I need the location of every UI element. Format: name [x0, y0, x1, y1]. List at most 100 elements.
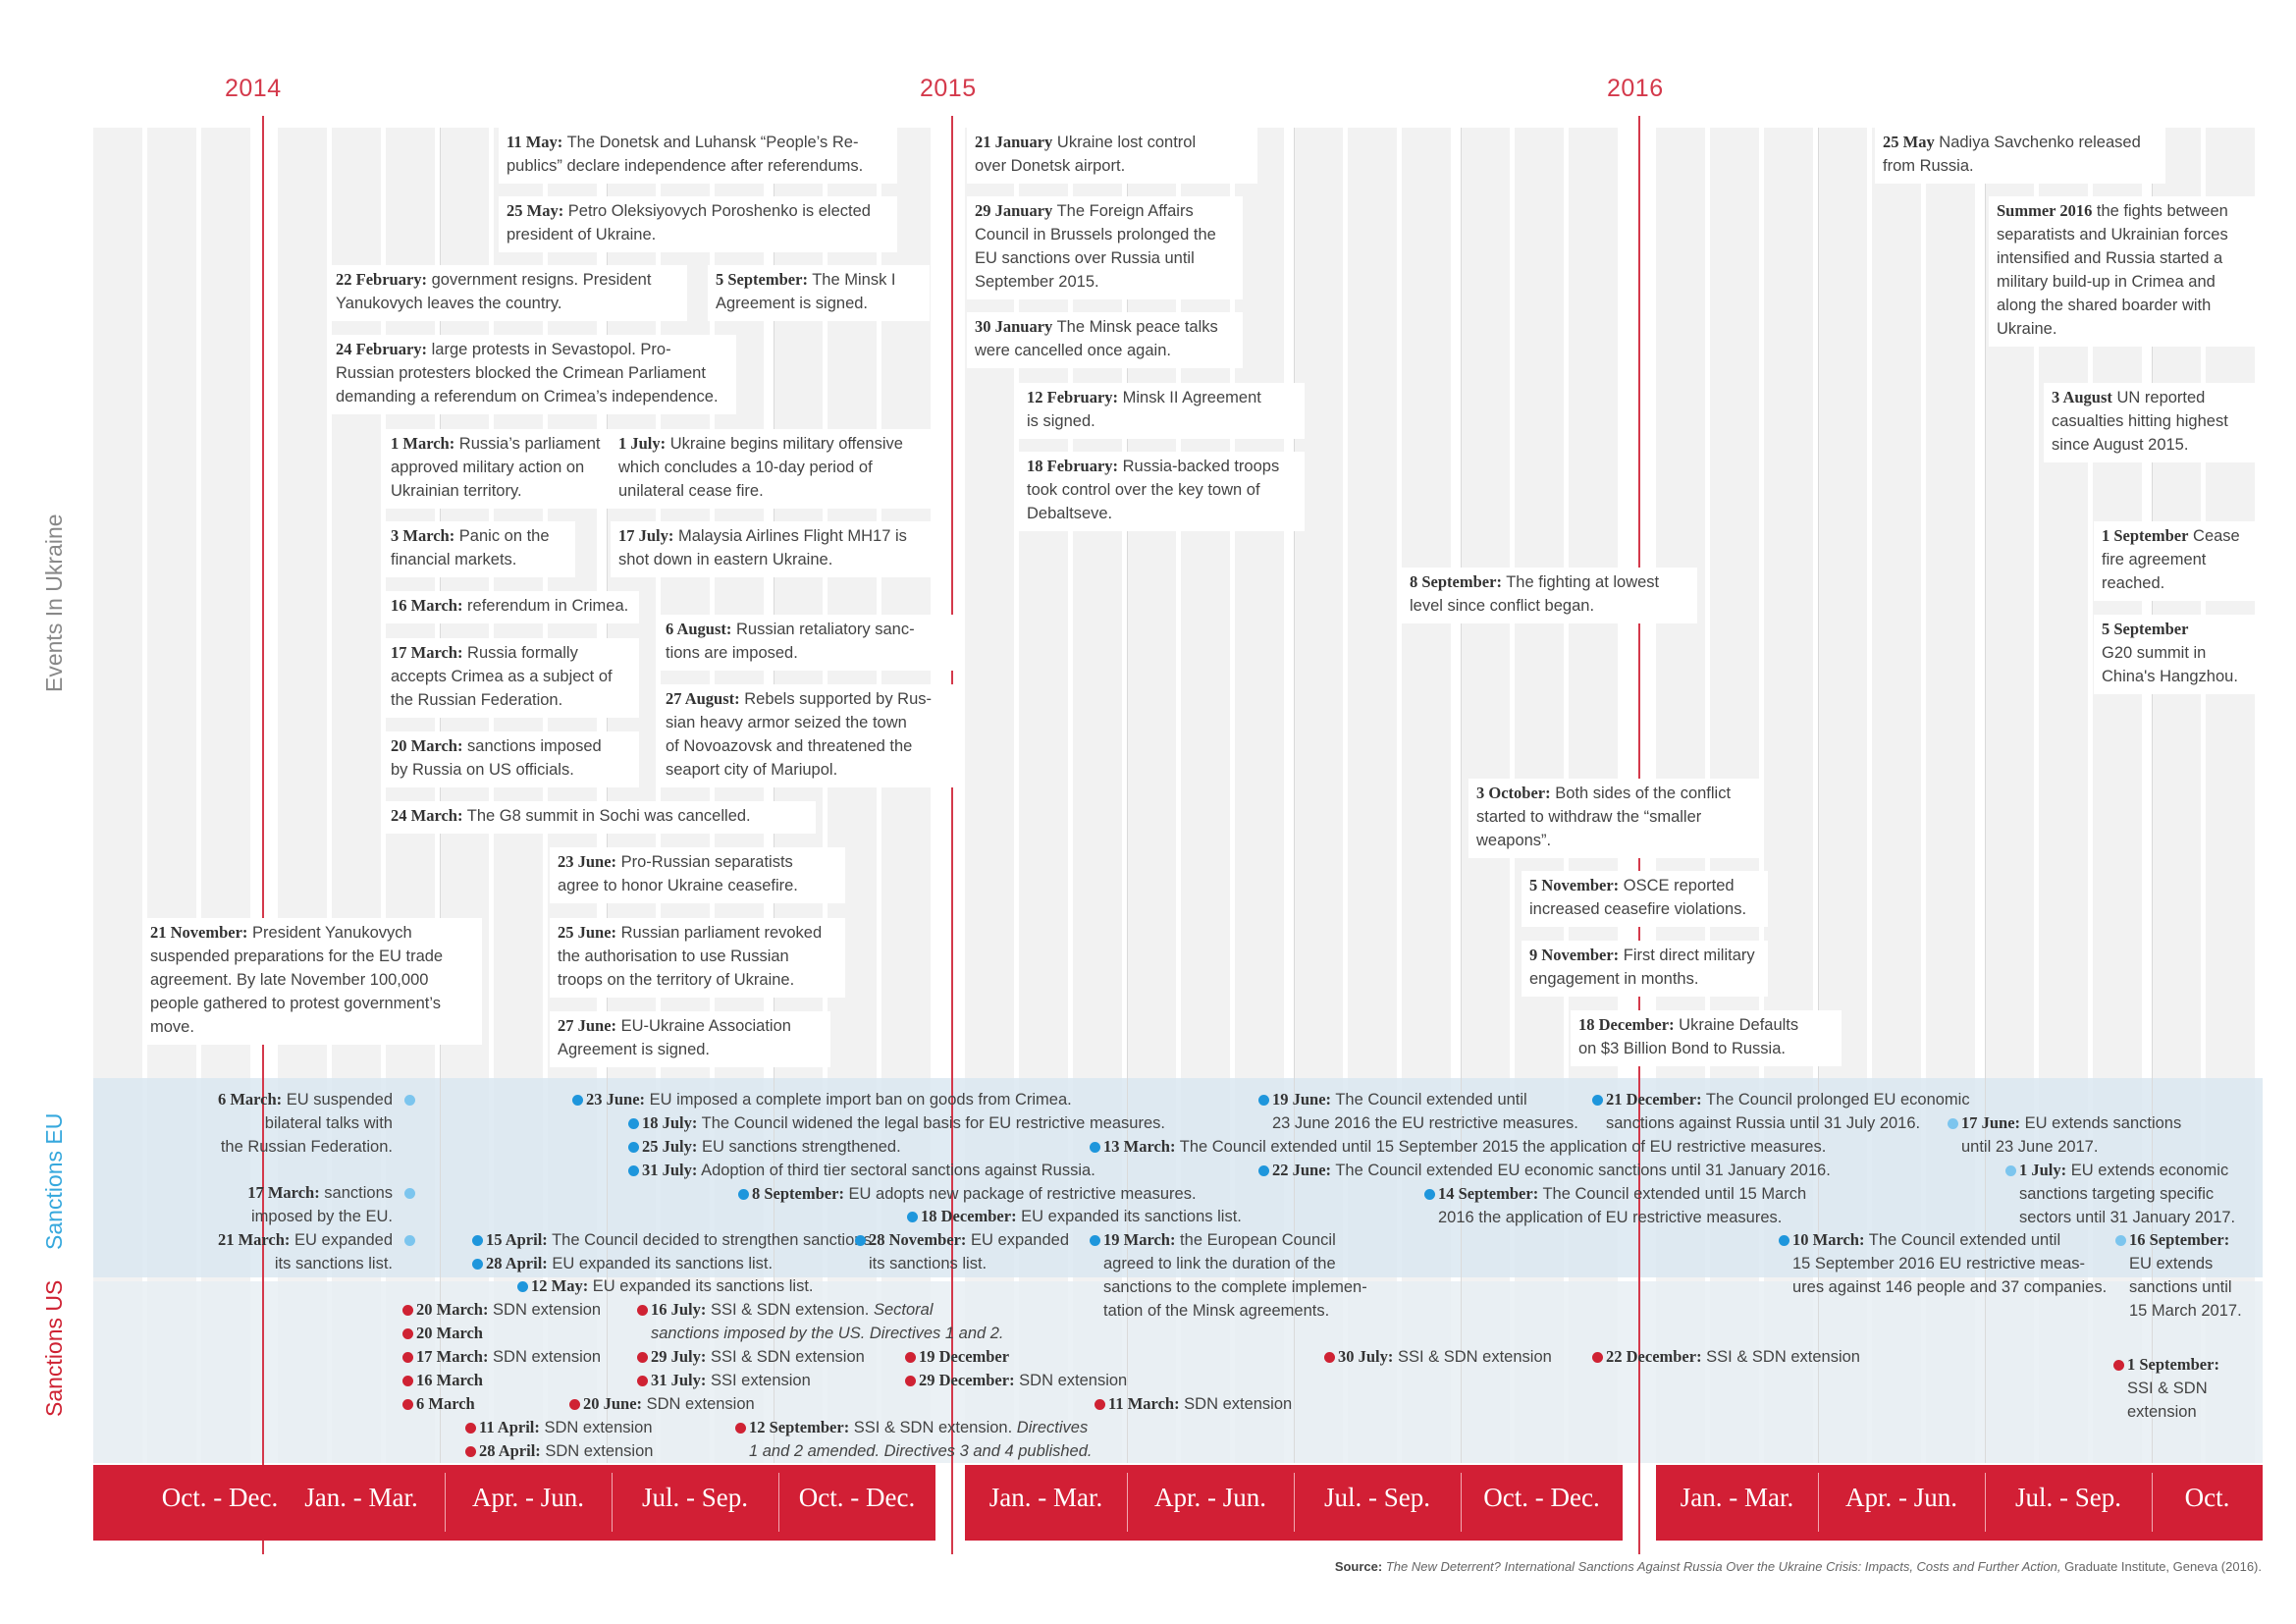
entry-date: 20 March: — [391, 736, 463, 755]
eu-sanction-entry: 23 June: EU imposed a complete import ba… — [586, 1088, 1072, 1111]
entry-note: 1 and 2 amended. Directives 3 and 4 publ… — [749, 1442, 1093, 1460]
entry-text: intensified and Russia started a — [1997, 249, 2223, 267]
eu-sanction-dot — [1948, 1118, 1958, 1129]
entry-text: troops on the territory of Ukraine. — [558, 971, 795, 989]
us-sanction-dot — [735, 1423, 746, 1434]
entry-date: 16 September: — [2129, 1230, 2230, 1249]
entry-text: extension — [2127, 1403, 2197, 1421]
entry-date: 1 March: — [391, 434, 455, 453]
entry-date: 1 September — [2102, 526, 2189, 545]
eu-sanction-dot — [1090, 1142, 1100, 1153]
entry-text: Russia’s parliament — [454, 435, 601, 453]
entry-date: 22 February: — [336, 270, 428, 289]
entry-text: Panic on the — [454, 527, 550, 545]
us-sanction-entry: 20 March: SDN extension — [416, 1298, 601, 1322]
entry-text: EU expanded — [966, 1231, 1070, 1249]
entry-date: 19 June: — [1272, 1090, 1332, 1109]
entry-date: 11 May: — [507, 133, 563, 151]
entry-date: 13 March: — [1103, 1137, 1176, 1156]
entry-text: Nadiya Savchenko released — [1934, 134, 2141, 151]
entry-text: agreement. By late November 100,000 — [150, 971, 429, 989]
event-note: 1 July: Ukraine begins military offensiv… — [611, 429, 940, 509]
entry-text: EU expanded its sanctions list. — [1016, 1208, 1242, 1225]
event-note: 24 March: The G8 summit in Sochi was can… — [383, 801, 816, 834]
entry-text: Pro-Russian separatists — [616, 853, 793, 871]
entry-text: Malaysia Airlines Flight MH17 is — [673, 527, 907, 545]
entry-note: sanctions imposed by the US. Directives … — [651, 1325, 1004, 1342]
entry-text: OSCE reported — [1619, 877, 1735, 894]
entry-date: 21 November: — [150, 923, 248, 942]
side-label-sanctions-eu: Sanctions EU — [41, 1112, 67, 1250]
year-label-2015: 2015 — [920, 75, 977, 102]
us-sanction-dot — [465, 1446, 476, 1457]
eu-sanction-entry: 21 December: The Council prolonged EU ec… — [1606, 1088, 1970, 1135]
entry-text: The Donetsk and Luhansk “People’s Re- — [562, 134, 859, 151]
entry-date: 22 December: — [1606, 1347, 1702, 1366]
entry-date: 30 July: — [1338, 1347, 1394, 1366]
entry-date: 8 September: — [752, 1184, 844, 1203]
us-sanction-entry: 16 March — [416, 1369, 483, 1392]
entry-text: were cancelled once again. — [975, 342, 1171, 359]
quarter-separator — [778, 1473, 779, 1532]
entry-date: 25 May: — [507, 201, 564, 220]
us-sanction-dot — [637, 1305, 648, 1316]
event-note: 11 May: The Donetsk and Luhansk “People’… — [499, 128, 897, 184]
entry-date: 28 November: — [869, 1230, 967, 1249]
entry-text: Minsk II Agreement — [1118, 389, 1261, 406]
entry-text: Adoption of third tier sectoral sanction… — [697, 1162, 1095, 1179]
entry-text: the Russian Federation. — [391, 691, 563, 709]
quarter-label: Oct. - Dec. — [1483, 1483, 1600, 1512]
year-label-2016: 2016 — [1607, 75, 1664, 102]
entry-text: EU imposed a complete import ban on good… — [645, 1091, 1072, 1109]
quarter-label: Jan. - Mar. — [988, 1483, 1103, 1512]
entry-date: 3 August — [2052, 388, 2112, 406]
entry-date: 31 July: — [642, 1161, 698, 1179]
entry-note: Sectoral — [869, 1301, 934, 1319]
quarter-label: Jan. - Mar. — [1680, 1483, 1794, 1512]
entry-date: 18 December: — [1578, 1015, 1675, 1034]
entry-date: 8 September: — [1410, 572, 1502, 591]
year-line-2014 — [262, 116, 264, 1554]
entry-text: the fights between — [2092, 202, 2228, 220]
entry-date: 27 August: — [666, 689, 740, 708]
entry-date: 23 June: — [558, 852, 617, 871]
entry-text: sanctions until — [2129, 1278, 2232, 1296]
entry-text: Russian retaliatory sanc- — [731, 621, 915, 638]
entry-date: 6 March: — [217, 1090, 283, 1109]
eu-sanction-dot — [2115, 1235, 2126, 1246]
entry-date: 19 December — [919, 1347, 1010, 1366]
side-label-sanctions-us: Sanctions US — [41, 1279, 67, 1417]
eu-sanction-entry: 18 July: The Council widened the legal b… — [642, 1111, 1165, 1135]
entry-text: EU sanctions strengthened. — [697, 1138, 901, 1156]
entry-text: referendum in Crimea. — [462, 597, 629, 615]
entry-text: financial markets. — [391, 551, 517, 568]
entry-text: sanctions — [319, 1184, 393, 1202]
us-sanction-dot — [402, 1352, 413, 1363]
entry-date: 16 July: — [651, 1300, 707, 1319]
entry-date: 17 July: — [618, 526, 674, 545]
entry-text: publics” declare independence after refe… — [507, 157, 864, 175]
eu-sanction-entry: 31 July: Adoption of third tier sectoral… — [642, 1159, 1095, 1182]
eu-sanction-dot — [1779, 1235, 1789, 1246]
entry-text: The Council prolonged EU economic — [1701, 1091, 1970, 1109]
entry-date: 20 March — [416, 1324, 483, 1342]
eu-sanction-entry: 22 June: The Council extended EU economi… — [1272, 1159, 1831, 1182]
entry-text: Agreement is signed. — [558, 1041, 711, 1058]
entry-text: SSI & SDN extension. — [849, 1419, 1013, 1436]
quarter-bar-segment — [1656, 1465, 2263, 1541]
entry-text: since August 2015. — [2052, 436, 2189, 454]
entry-text: SSI & SDN extension. — [706, 1301, 870, 1319]
entry-date: 20 March: — [416, 1300, 489, 1319]
entry-date: 17 March: — [416, 1347, 489, 1366]
entry-text: The Council extended EU economic sanctio… — [1331, 1162, 1831, 1179]
entry-text: The Council extended until — [1331, 1091, 1527, 1109]
